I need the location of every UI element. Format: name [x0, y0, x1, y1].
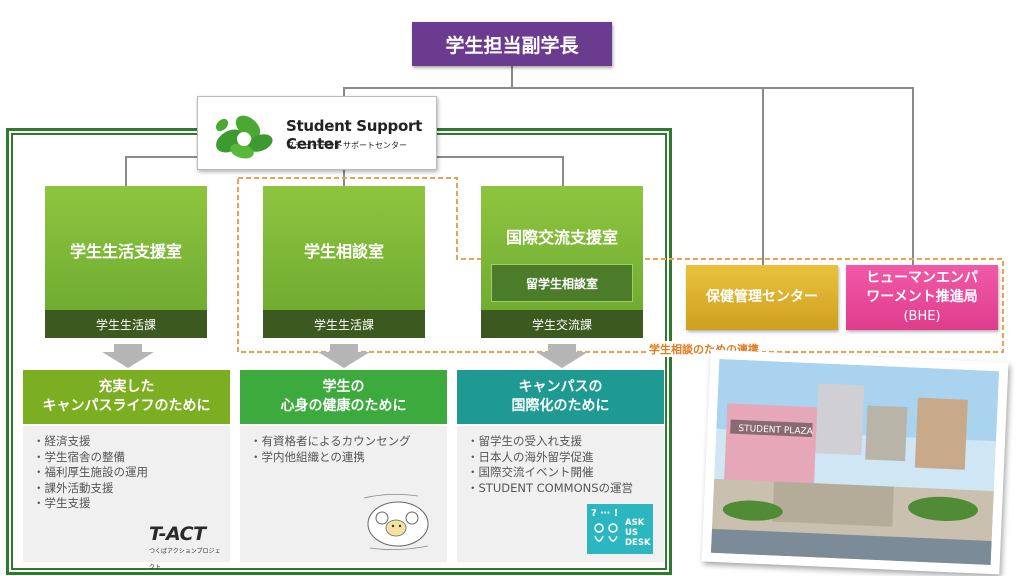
goal-body-campus-life: 経済支援 学生宿舎の整備 福利厚生施設の運用 課外活動支援 学生支援 T-ACT… — [23, 426, 230, 571]
office-name: 国際交流支援室 — [505, 228, 618, 247]
student-plaza-photo-image: STUDENT PLAZA — [710, 358, 1000, 566]
goal-title-line1: キャンパスの — [518, 379, 603, 395]
bhe-name-line2: ワーメント推進局 — [866, 289, 978, 305]
goal-header-campus-life: 充実した キャンパスライフのために — [23, 370, 230, 424]
down-arrow-1 — [102, 344, 154, 368]
goal-item-list: 経済支援 学生宿舎の整備 福利厚生施設の運用 課外活動支援 学生支援 — [33, 434, 230, 512]
list-item: 留学生の受入れ支援 — [467, 434, 664, 450]
ssc-logo-subtitle: スチューデントサポートセンター — [287, 141, 407, 150]
ssc-logo-title: Student Support Center — [286, 117, 422, 153]
goal-item-list: 有資格者によるカウンセング 学内他組織との連携 — [250, 434, 447, 465]
connector-bhe — [912, 87, 914, 265]
down-arrow-3 — [536, 344, 588, 368]
t-act-logo-text: T-ACT — [149, 523, 206, 545]
goal-title-line1: 充実した — [98, 379, 155, 395]
health-center-box: 保健管理センター — [686, 265, 838, 330]
goal-body-internationalization: 留学生の受入れ支援 日本人の海外留学促進 国際交流イベント開催 STUDENT … — [457, 426, 664, 562]
sheep-mascot-illustration — [363, 494, 429, 550]
list-item: 国際交流イベント開催 — [467, 465, 664, 481]
list-item: 学内他組織との連携 — [250, 450, 447, 466]
bhe-box: ヒューマンエンパ ワーメント推進局 (BHE) — [846, 265, 998, 330]
t-act-logo-sub: つくばアクションプロジェクト — [149, 548, 221, 571]
list-item: 学生宿舎の整備 — [33, 450, 230, 466]
connector-office-1 — [125, 156, 127, 186]
ask-us-desk-text-3: DESK — [625, 538, 651, 548]
student-plaza-photo: STUDENT PLAZA — [701, 349, 1009, 575]
photo-sign-text: STUDENT PLAZA — [738, 424, 814, 437]
office-division: 学生生活課 — [263, 310, 425, 338]
ask-us-desk-figures-icon — [594, 523, 618, 542]
list-item: 課外活動支援 — [33, 481, 230, 497]
ssc-logo-box: Student Support Center スチューデントサポートセンター — [197, 96, 437, 170]
goal-header-internationalization: キャンパスの 国際化のために — [457, 370, 664, 424]
ask-us-desk-text-1: ASK — [625, 518, 645, 528]
connector-top — [511, 66, 513, 88]
goal-header-health: 学生の 心身の健康のために — [240, 370, 447, 424]
health-center-name: 保健管理センター — [706, 289, 818, 305]
vice-president-title: 学生担当副学長 — [445, 34, 579, 57]
connector-health — [762, 87, 764, 265]
bhe-name-line3: (BHE) — [903, 309, 941, 324]
list-item: 学生支援 — [33, 496, 230, 512]
goal-title-line2: 国際化のために — [511, 398, 610, 414]
down-arrow-2 — [318, 344, 370, 368]
list-item: 有資格者によるカウンセング — [250, 434, 447, 450]
office-division: 学生交流課 — [481, 310, 643, 338]
connector-horizontal — [343, 87, 913, 89]
vice-president-box: 学生担当副学長 — [412, 22, 612, 66]
office-division: 学生生活課 — [45, 310, 207, 338]
connector-ssc — [343, 87, 345, 97]
office-name: 学生相談室 — [303, 242, 384, 261]
goal-title-line1: 学生の — [322, 379, 365, 395]
ssc-leaf-logo — [215, 115, 273, 159]
list-item: 経済支援 — [33, 434, 230, 450]
goal-title-line2: キャンパスライフのために — [42, 398, 211, 414]
office-international-exchange: 国際交流支援室 留学生相談室 学生交流課 — [481, 186, 643, 338]
ask-us-desk-logo: ? ⋯ ! ASK US DESK — [587, 504, 653, 554]
goal-body-health: 有資格者によるカウンセング 学内他組織との連携 — [240, 426, 447, 562]
list-item: 日本人の海外留学促進 — [467, 450, 664, 466]
office-name: 学生生活支援室 — [69, 242, 182, 261]
list-item: STUDENT COMMONSの運営 — [467, 481, 664, 497]
office-student-life-support: 学生生活支援室 学生生活課 — [45, 186, 207, 338]
goal-item-list: 留学生の受入れ支援 日本人の海外留学促進 国際交流イベント開催 STUDENT … — [467, 434, 664, 496]
ask-us-desk-mark: ? ⋯ ! — [591, 508, 619, 519]
list-item: 福利厚生施設の運用 — [33, 465, 230, 481]
goal-title-line2: 心身の健康のために — [280, 398, 407, 414]
bhe-name-line1: ヒューマンエンパ — [866, 270, 978, 286]
t-act-logo: T-ACT つくばアクションプロジェクト — [149, 524, 221, 575]
connector-office-3 — [562, 156, 564, 186]
sub-room-foreign-student-counseling: 留学生相談室 — [491, 264, 633, 302]
office-student-counseling: 学生相談室 学生生活課 — [263, 186, 425, 338]
ask-us-desk-text-2: US — [625, 528, 639, 538]
